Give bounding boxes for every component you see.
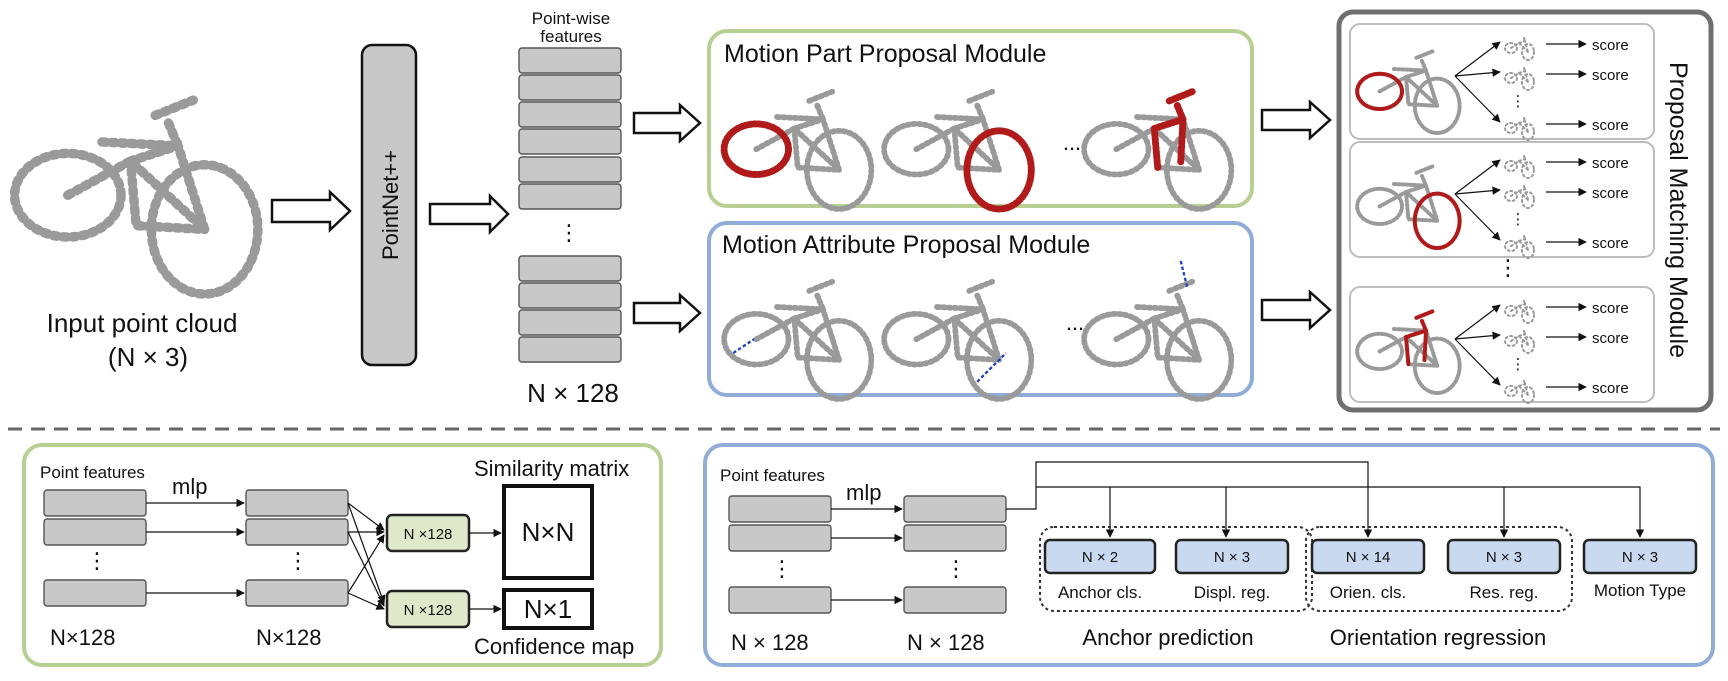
features-ellipsis: ⋮ (558, 220, 580, 245)
part-module-title: Motion Part Proposal Module (724, 40, 1046, 68)
head-res-reg: N × 3 Res. reg. (1446, 538, 1562, 602)
row-ellipsis: ⋮ (1511, 93, 1526, 110)
attr-proposal-3 (1084, 260, 1231, 399)
bl-sim-box-label: N×N (522, 517, 575, 547)
anchor-prediction-group (1039, 526, 1313, 612)
score-label: score (1592, 235, 1629, 252)
attr-ellipsis: ... (1066, 310, 1084, 335)
bl-conf-title: Confidence map (474, 634, 634, 659)
bl-mlp: mlp (172, 474, 207, 499)
svg-text:Anchor cls.: Anchor cls. (1058, 583, 1142, 602)
svg-text:Orien. cls.: Orien. cls. (1330, 583, 1407, 602)
score-label: score (1592, 117, 1629, 134)
svg-text:Displ. reg.: Displ. reg. (1194, 583, 1271, 602)
bl-feature-stack-left (43, 489, 147, 607)
head-anchor-cls: N × 2 Anchor cls. (1043, 538, 1157, 602)
fan-arrow (1454, 186, 1501, 195)
br-mlp-arrows (831, 504, 903, 605)
input-label: Input point cloud (47, 308, 238, 338)
attr-proposal-2 (884, 282, 1031, 399)
bl-dims-left: N×128 (50, 625, 115, 650)
anchor-prediction-label: Anchor prediction (1082, 625, 1253, 650)
matching-ellipsis: ⋮ (1497, 255, 1519, 280)
bl-box-2-label: N ×128 (404, 602, 453, 619)
hollow-arrow-4 (632, 292, 702, 334)
br-head-connectors (1006, 461, 1645, 538)
matching-module-title: Proposal Matching Module (1664, 62, 1692, 358)
hollow-arrow-2 (428, 192, 510, 236)
input-point-cloud (15, 100, 258, 294)
confidence-map-box (502, 588, 594, 630)
fan-arrow (1454, 331, 1501, 340)
bl-ellipsis-left: ⋮ (86, 548, 108, 573)
head-displ-reg: N × 3 Displ. reg. (1174, 538, 1290, 602)
score-label: score (1592, 330, 1629, 347)
row-ellipsis: ⋮ (1511, 356, 1526, 373)
score-label: score (1592, 155, 1629, 172)
bl-ellipsis-mid: ⋮ (287, 548, 309, 573)
features-label-1: Point-wise (532, 9, 610, 28)
attr-proposal-1 (724, 282, 871, 399)
svg-text:N × 2: N × 2 (1082, 549, 1118, 566)
br-mlp: mlp (846, 480, 881, 505)
orientation-regression-label: Orientation regression (1330, 625, 1546, 650)
score-label: score (1592, 300, 1629, 317)
feature-stack (518, 47, 622, 363)
part-ellipsis: ... (1063, 130, 1081, 155)
score-label: score (1592, 67, 1629, 84)
br-ellipsis-left: ⋮ (771, 556, 793, 581)
input-dims: (N × 3) (108, 342, 188, 372)
br-point-features: Point features (720, 466, 825, 485)
head-motion-type: N × 3 Motion Type (1582, 538, 1698, 600)
svg-text:N × 3: N × 3 (1214, 549, 1250, 566)
score-label: score (1592, 185, 1629, 202)
features-label-2: features (540, 27, 601, 46)
bl-fan-arrows (347, 502, 386, 610)
bl-mlp-arrows (146, 498, 245, 598)
svg-text:N × 14: N × 14 (1346, 549, 1391, 566)
svg-text:Res. reg.: Res. reg. (1470, 583, 1539, 602)
br-ellipsis-mid: ⋮ (945, 556, 967, 581)
part-proposal-3 (1084, 88, 1231, 209)
attr-module-title: Motion Attribute Proposal Module (722, 231, 1090, 259)
fan-arrow (1454, 41, 1501, 77)
bl-conf-box-label: N×1 (524, 594, 572, 624)
fan-arrow (1454, 304, 1501, 340)
hollow-arrow-5 (1260, 99, 1332, 141)
svg-text:Motion Type: Motion Type (1594, 581, 1686, 600)
hollow-arrow-1 (270, 189, 352, 233)
hollow-arrow-6 (1260, 289, 1332, 331)
features-dims: N × 128 (527, 378, 619, 408)
fan-arrow (1454, 75, 1501, 123)
bl-sim-title: Similarity matrix (474, 456, 629, 481)
score-label: score (1592, 37, 1629, 54)
head-orien-cls: N × 14 Orien. cls. (1310, 538, 1426, 602)
fan-arrow (1454, 159, 1501, 195)
bl-box-1-label: N ×128 (404, 526, 453, 543)
row-ellipsis: ⋮ (1511, 211, 1526, 228)
bl-dims-mid: N×128 (256, 625, 321, 650)
pointnet-backbone (360, 43, 418, 367)
fan-arrow (1454, 68, 1501, 77)
hollow-arrow-3 (632, 102, 702, 144)
pointnet-label: PointNet++ (378, 150, 403, 260)
part-proposal-1 (720, 92, 871, 209)
part-proposal-2 (884, 92, 1035, 213)
bl-point-features: Point features (40, 463, 145, 482)
svg-text:N × 3: N × 3 (1486, 549, 1522, 566)
br-feature-stack-mid (903, 495, 1007, 614)
matching-rows: score score score ⋮ score score score ⋮ score sco… (1349, 23, 1655, 404)
br-dims-mid: N × 128 (907, 630, 985, 655)
svg-text:N × 3: N × 3 (1622, 549, 1658, 566)
score-label: score (1592, 380, 1629, 397)
fan-arrow (1454, 338, 1501, 386)
fan-arrow (1454, 193, 1501, 241)
bl-feature-stack-mid (245, 489, 349, 607)
orientation-regression-group (1305, 526, 1573, 612)
similarity-matrix-box (502, 484, 594, 580)
br-dims-left: N × 128 (731, 630, 809, 655)
